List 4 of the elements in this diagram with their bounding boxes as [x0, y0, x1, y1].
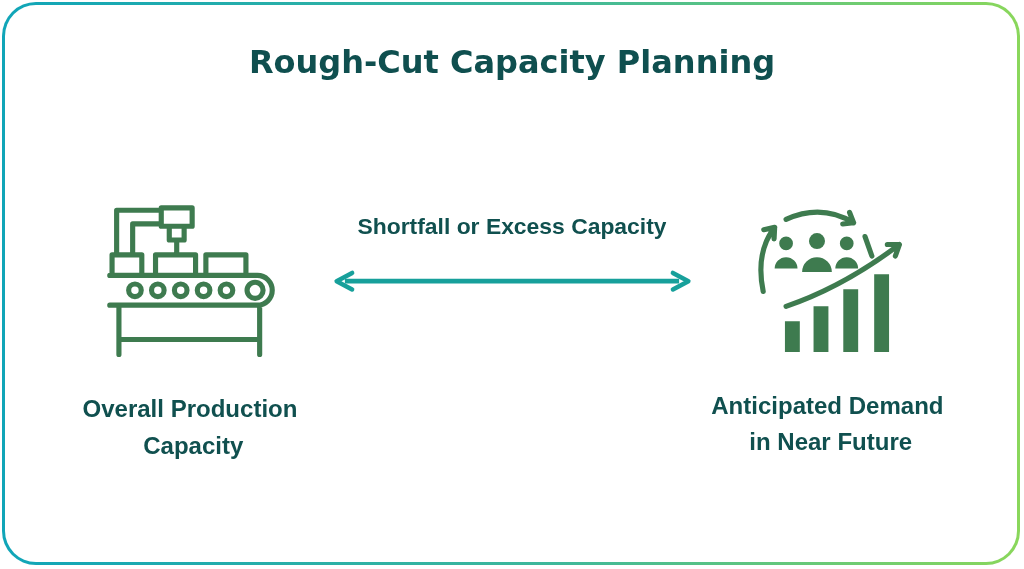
double-headed-arrow: [334, 270, 691, 292]
node-label: Overall Production Capacity: [82, 395, 298, 458]
node-label: Anticipated Demand in Near Future: [711, 392, 944, 455]
title: Rough-Cut Capacity Planning: [248, 44, 776, 81]
